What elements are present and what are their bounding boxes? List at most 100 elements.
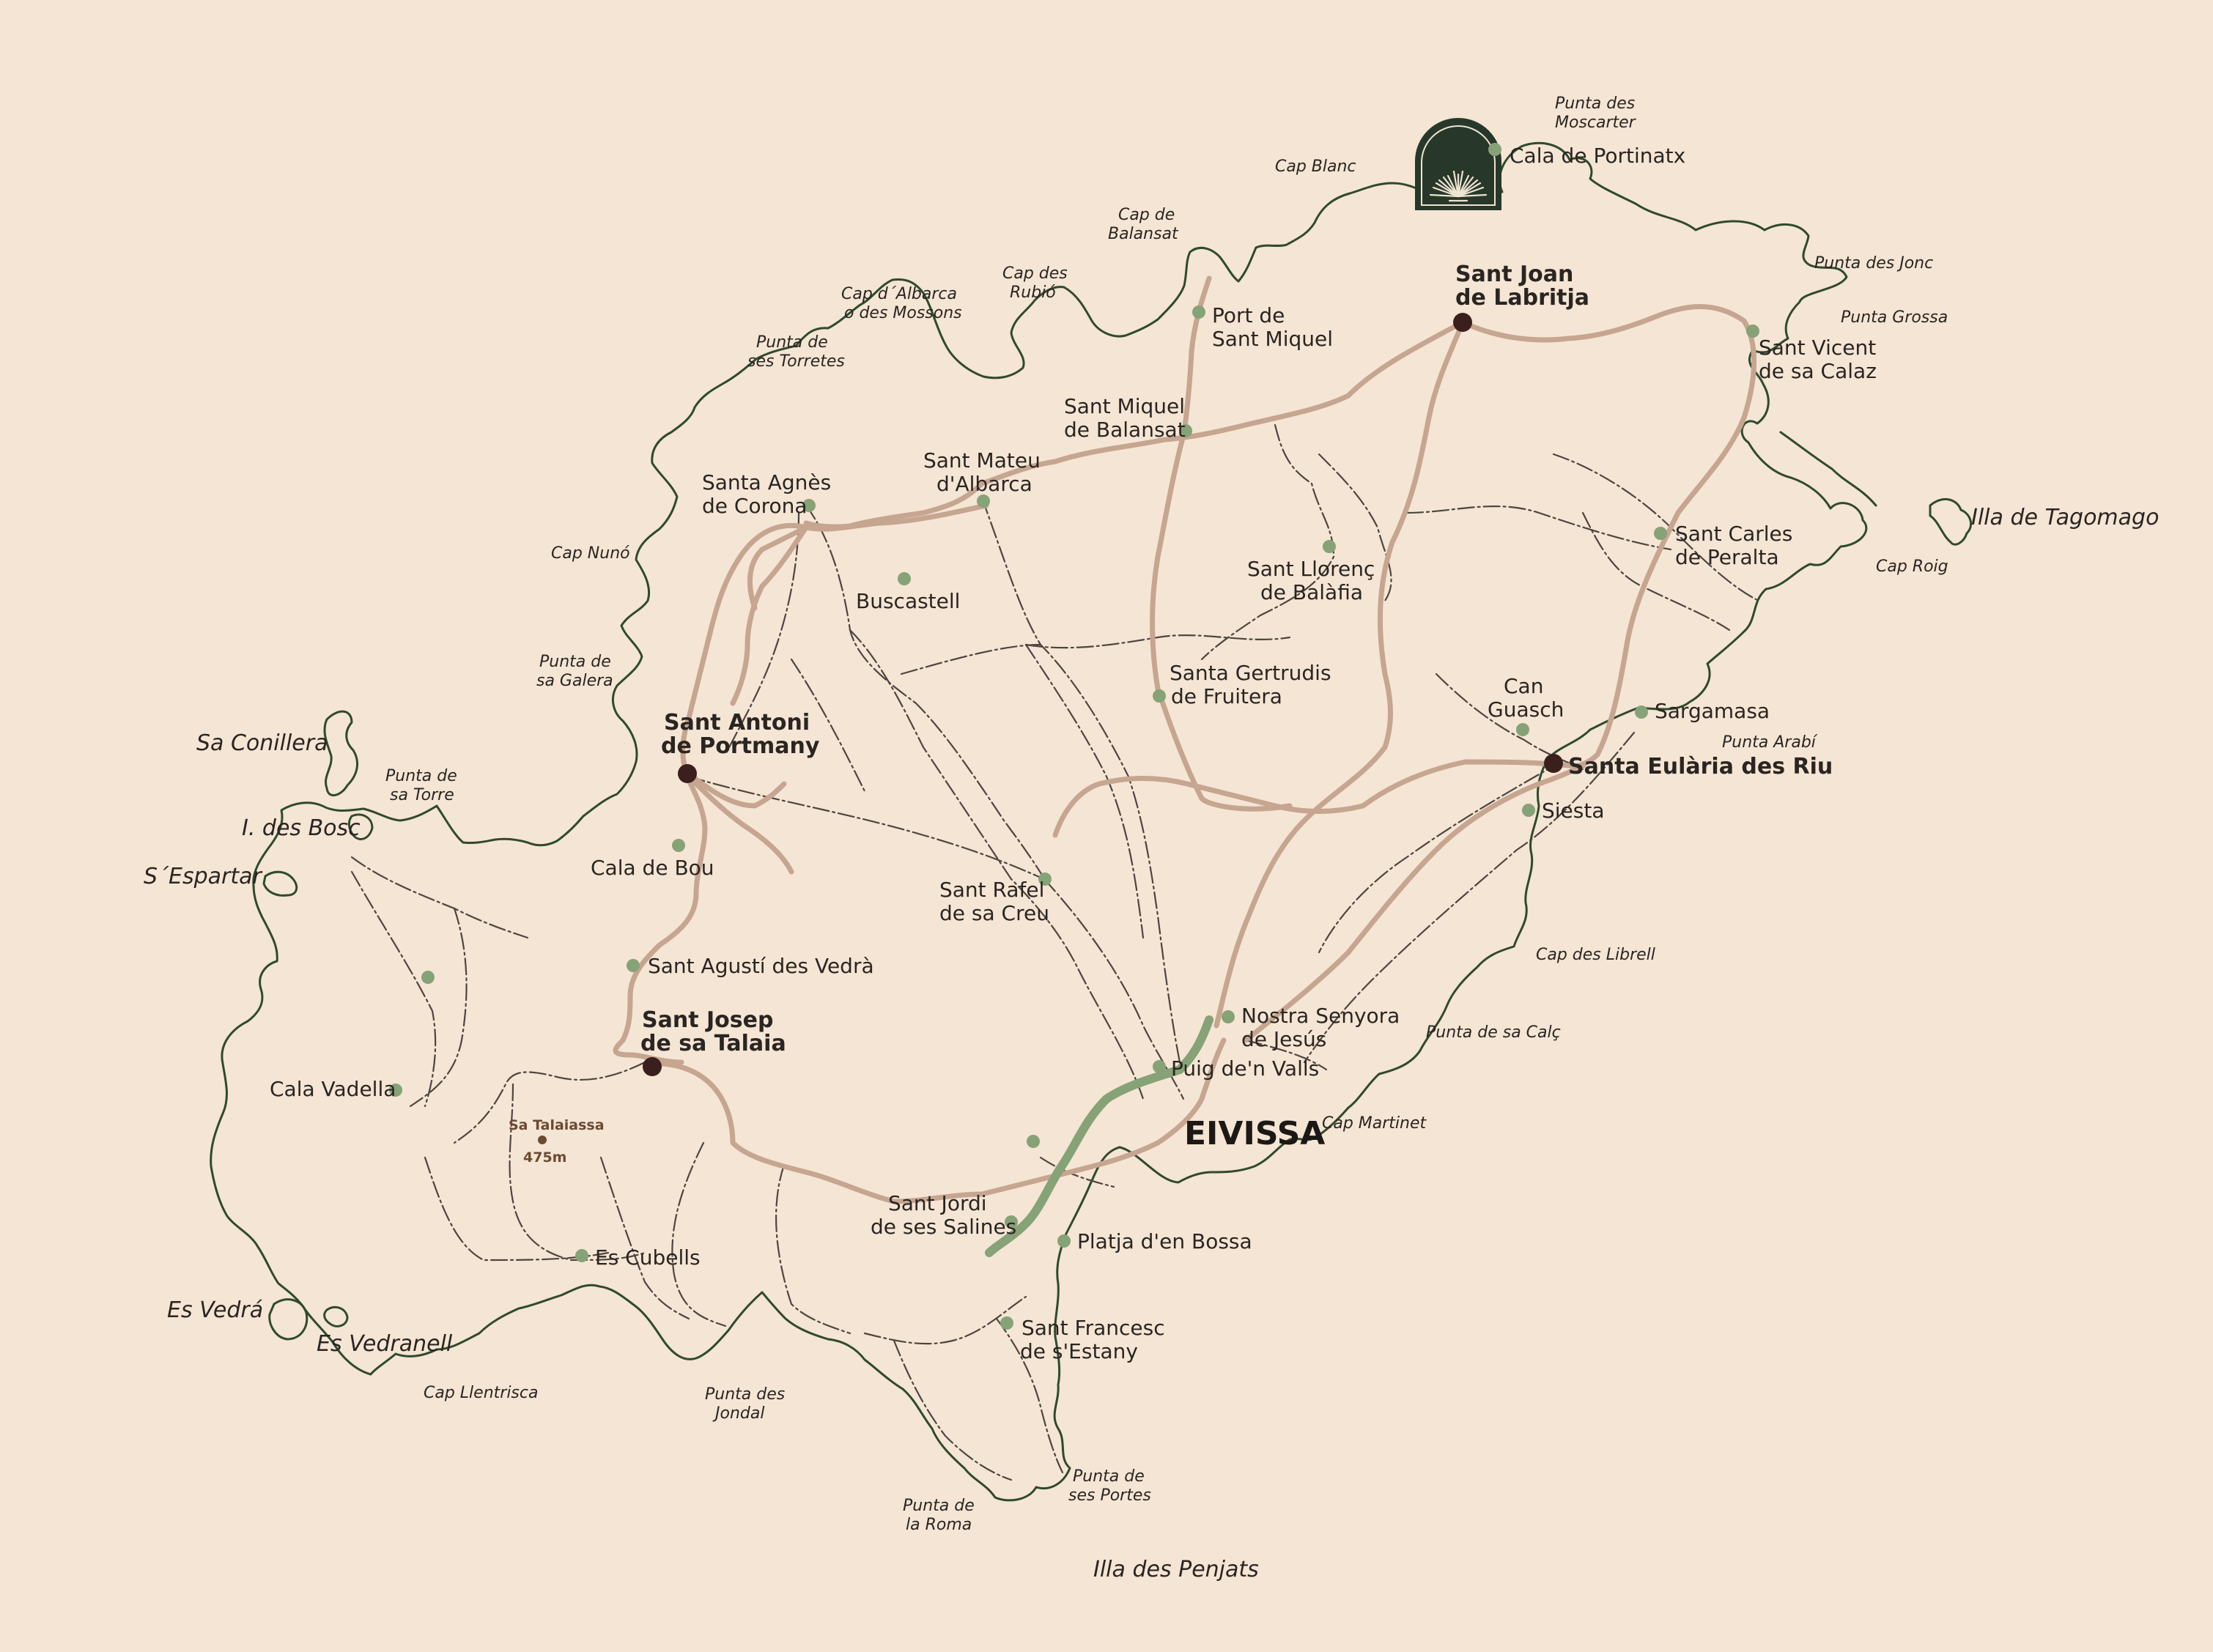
main-town-markers — [538, 313, 1563, 1144]
coastline — [210, 141, 1877, 1502]
marker-peak — [538, 1136, 547, 1144]
label-es-cubells: Es Cubells — [595, 1245, 701, 1270]
label-es-vedranell: Es Vedranell — [317, 1331, 453, 1357]
label-cap-blanc: Cap Blanc — [1275, 158, 1356, 176]
marker-sant-rafel — [1038, 873, 1052, 886]
marker-sant-agusti — [627, 959, 640, 972]
marker-can-guasch — [1516, 723, 1529, 736]
marker-puig-den-valls — [1153, 1060, 1166, 1073]
marker-santa-agnes — [802, 499, 816, 512]
main-roads — [613, 275, 1756, 1204]
label-cap-roig: Cap Roig — [1876, 558, 1948, 576]
label-peak-name: Sa Talaiassa — [509, 1117, 605, 1133]
logo-badge — [1415, 118, 1501, 210]
label-siesta: Siesta — [1542, 799, 1605, 823]
marker-sant-joan — [1453, 313, 1472, 332]
islet-des-bosc — [347, 813, 374, 840]
label-santa-eularia: Santa Eulària des Riu — [1568, 754, 1833, 779]
island-labels: Illa de Tagomago Sa Conillera I. des Bos… — [144, 505, 2159, 1582]
islet-es-vedranell — [323, 1305, 349, 1327]
islet-s-espartar — [262, 870, 298, 897]
label-cap-nuno: Cap Nunó — [551, 544, 630, 563]
marker-sant-antoni — [678, 764, 697, 783]
islets — [262, 498, 1973, 1341]
marker-sargamasa — [1635, 705, 1648, 719]
marker-siesta — [1522, 804, 1535, 817]
label-cala-de-portinatx: Cala de Portinatx — [1510, 144, 1685, 168]
label-sargamasa: Sargamasa — [1655, 699, 1770, 723]
marker-platja-den-bossa — [1057, 1234, 1071, 1248]
marker-sant-francesc — [1000, 1316, 1013, 1330]
marker-cala-vadella — [389, 1084, 402, 1097]
label-cap-des-librell: Cap des Librell — [1536, 946, 1655, 964]
label-buscastell: Buscastell — [856, 589, 960, 613]
label-i-des-bosc: I. des Bosc — [242, 815, 361, 841]
islet-es-vedra — [268, 1298, 309, 1341]
marker-buscastell — [898, 572, 911, 585]
village-markers — [389, 143, 1759, 1330]
marker-sant-llorenc — [1323, 540, 1336, 553]
label-sant-agusti: Sant Agustí des Vedrà — [648, 954, 874, 978]
peak-label: Sa Talaiassa 475m — [509, 1117, 605, 1166]
label-cap-martinet: Cap Martinet — [1322, 1114, 1427, 1133]
label-punta-grossa: Punta Grossa — [1841, 308, 1948, 327]
marker-cala-de-portinatx — [1488, 143, 1501, 156]
marker-nostra-senyora-de-jesus — [1222, 1010, 1235, 1023]
marker-unlabeled-west — [421, 971, 435, 984]
label-cala-vadella: Cala Vadella — [270, 1077, 396, 1101]
label-platja-den-bossa: Platja d'en Bossa — [1077, 1229, 1252, 1253]
label-puig-den-valls: Puig de'n Valls — [1171, 1056, 1319, 1081]
label-cala-de-bou: Cala de Bou — [591, 856, 714, 880]
marker-es-cubells — [575, 1249, 588, 1262]
marker-unlabeled-south — [1027, 1135, 1040, 1148]
marker-sant-josep — [643, 1057, 662, 1076]
fan-palm-icon — [1429, 170, 1488, 202]
marker-sant-miquel-de-balansat — [1179, 424, 1192, 437]
marker-sant-carles — [1654, 527, 1667, 540]
label-s-espartar: S´Espartar — [144, 864, 263, 889]
islet-tagomago — [1929, 498, 1973, 546]
islet-sa-conillera — [323, 710, 359, 796]
label-illa-des-penjats: Illa des Penjats — [1093, 1557, 1259, 1582]
marker-sant-mateu — [977, 495, 990, 508]
marker-sant-vicent — [1746, 325, 1759, 338]
label-illa-de-tagomago: Illa de Tagomago — [1971, 505, 2159, 530]
label-punta-arabi: Punta Arabí — [1722, 733, 1818, 752]
marker-sant-jordi — [1005, 1215, 1018, 1229]
label-peak-elevation: 475m — [523, 1149, 566, 1166]
label-es-vedra: Es Vedrá — [167, 1297, 263, 1323]
label-sa-conillera: Sa Conillera — [196, 730, 328, 756]
green-route — [985, 1015, 1213, 1257]
